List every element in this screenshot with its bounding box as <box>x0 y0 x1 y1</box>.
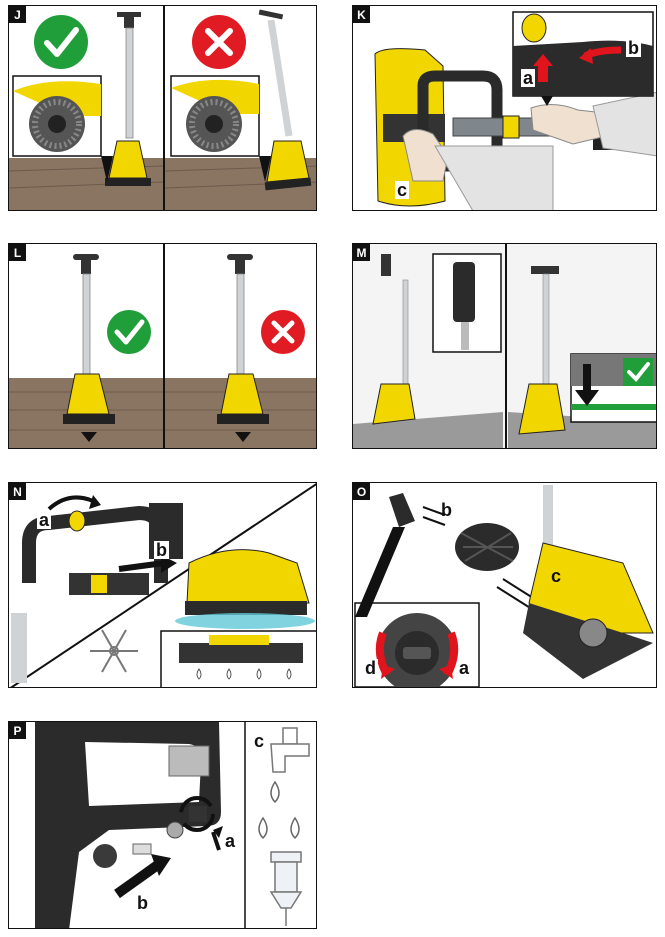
label-b: b <box>441 500 452 520</box>
water-drop-icon <box>290 816 300 840</box>
label-a: a <box>521 68 536 88</box>
patio-cleaner-upright <box>105 12 151 186</box>
cross-icon <box>192 15 246 69</box>
label-c: c <box>549 566 564 586</box>
down-arrow-icon <box>81 432 97 442</box>
label-c: c <box>252 731 267 751</box>
down-arrow-icon <box>235 432 251 442</box>
label-c: c <box>395 180 410 200</box>
panel-j: J <box>8 5 317 211</box>
water-drop-icon <box>286 668 292 680</box>
label-a: a <box>225 831 236 851</box>
panel-tag: L <box>9 244 26 261</box>
panel-k: K a b c <box>352 5 657 211</box>
snowflake-icon <box>90 629 138 673</box>
water-drop-icon <box>196 668 202 680</box>
panel-p-illustration <box>35 722 310 928</box>
release-button-inset <box>512 11 654 106</box>
label-a: a <box>37 510 52 530</box>
hose-coupling <box>132 796 215 855</box>
panel-tag: N <box>9 483 26 500</box>
panel-tag: M <box>353 244 370 261</box>
brush-roller <box>455 523 519 571</box>
check-icon <box>623 358 653 386</box>
panel-tag: P <box>9 722 26 739</box>
label-b: b <box>626 38 641 58</box>
panel-tag: O <box>353 483 370 500</box>
water-filter <box>269 851 303 926</box>
label-b: b <box>137 893 148 913</box>
panel-tag: K <box>353 6 370 23</box>
check-icon <box>107 310 151 354</box>
label-a: a <box>457 658 472 678</box>
patio-cleaner-upright <box>217 254 269 442</box>
panel-p: P <box>8 721 317 929</box>
check-icon <box>34 15 88 69</box>
patio-cleaner-tilted <box>258 9 312 191</box>
water-drop-icon <box>258 816 268 840</box>
water-drop-icon <box>270 780 280 804</box>
panel-tag: J <box>9 6 26 23</box>
panel-m-illustration <box>353 244 656 448</box>
water-drop-icon <box>256 668 262 680</box>
panel-n: N a b <box>8 482 317 688</box>
brush-detail-inset <box>12 75 113 182</box>
label-d: d <box>363 658 378 678</box>
panel-n-illustration <box>10 483 316 687</box>
brush-detail-inset <box>170 75 271 182</box>
faucet-icon <box>270 727 310 773</box>
panel-o-illustration <box>354 485 654 687</box>
panel-o: O b c d <box>352 482 657 688</box>
panel-l-illustration <box>9 244 316 448</box>
panel-l: L <box>8 243 317 449</box>
label-b: b <box>154 540 169 560</box>
down-arrow-icon <box>575 390 599 406</box>
panel-m: M <box>352 243 657 449</box>
panel-k-illustration <box>374 11 656 210</box>
cross-icon <box>261 310 305 354</box>
water-drop-icon <box>226 668 232 680</box>
panel-j-illustration <box>9 6 316 210</box>
patio-cleaner-upright <box>63 254 115 442</box>
